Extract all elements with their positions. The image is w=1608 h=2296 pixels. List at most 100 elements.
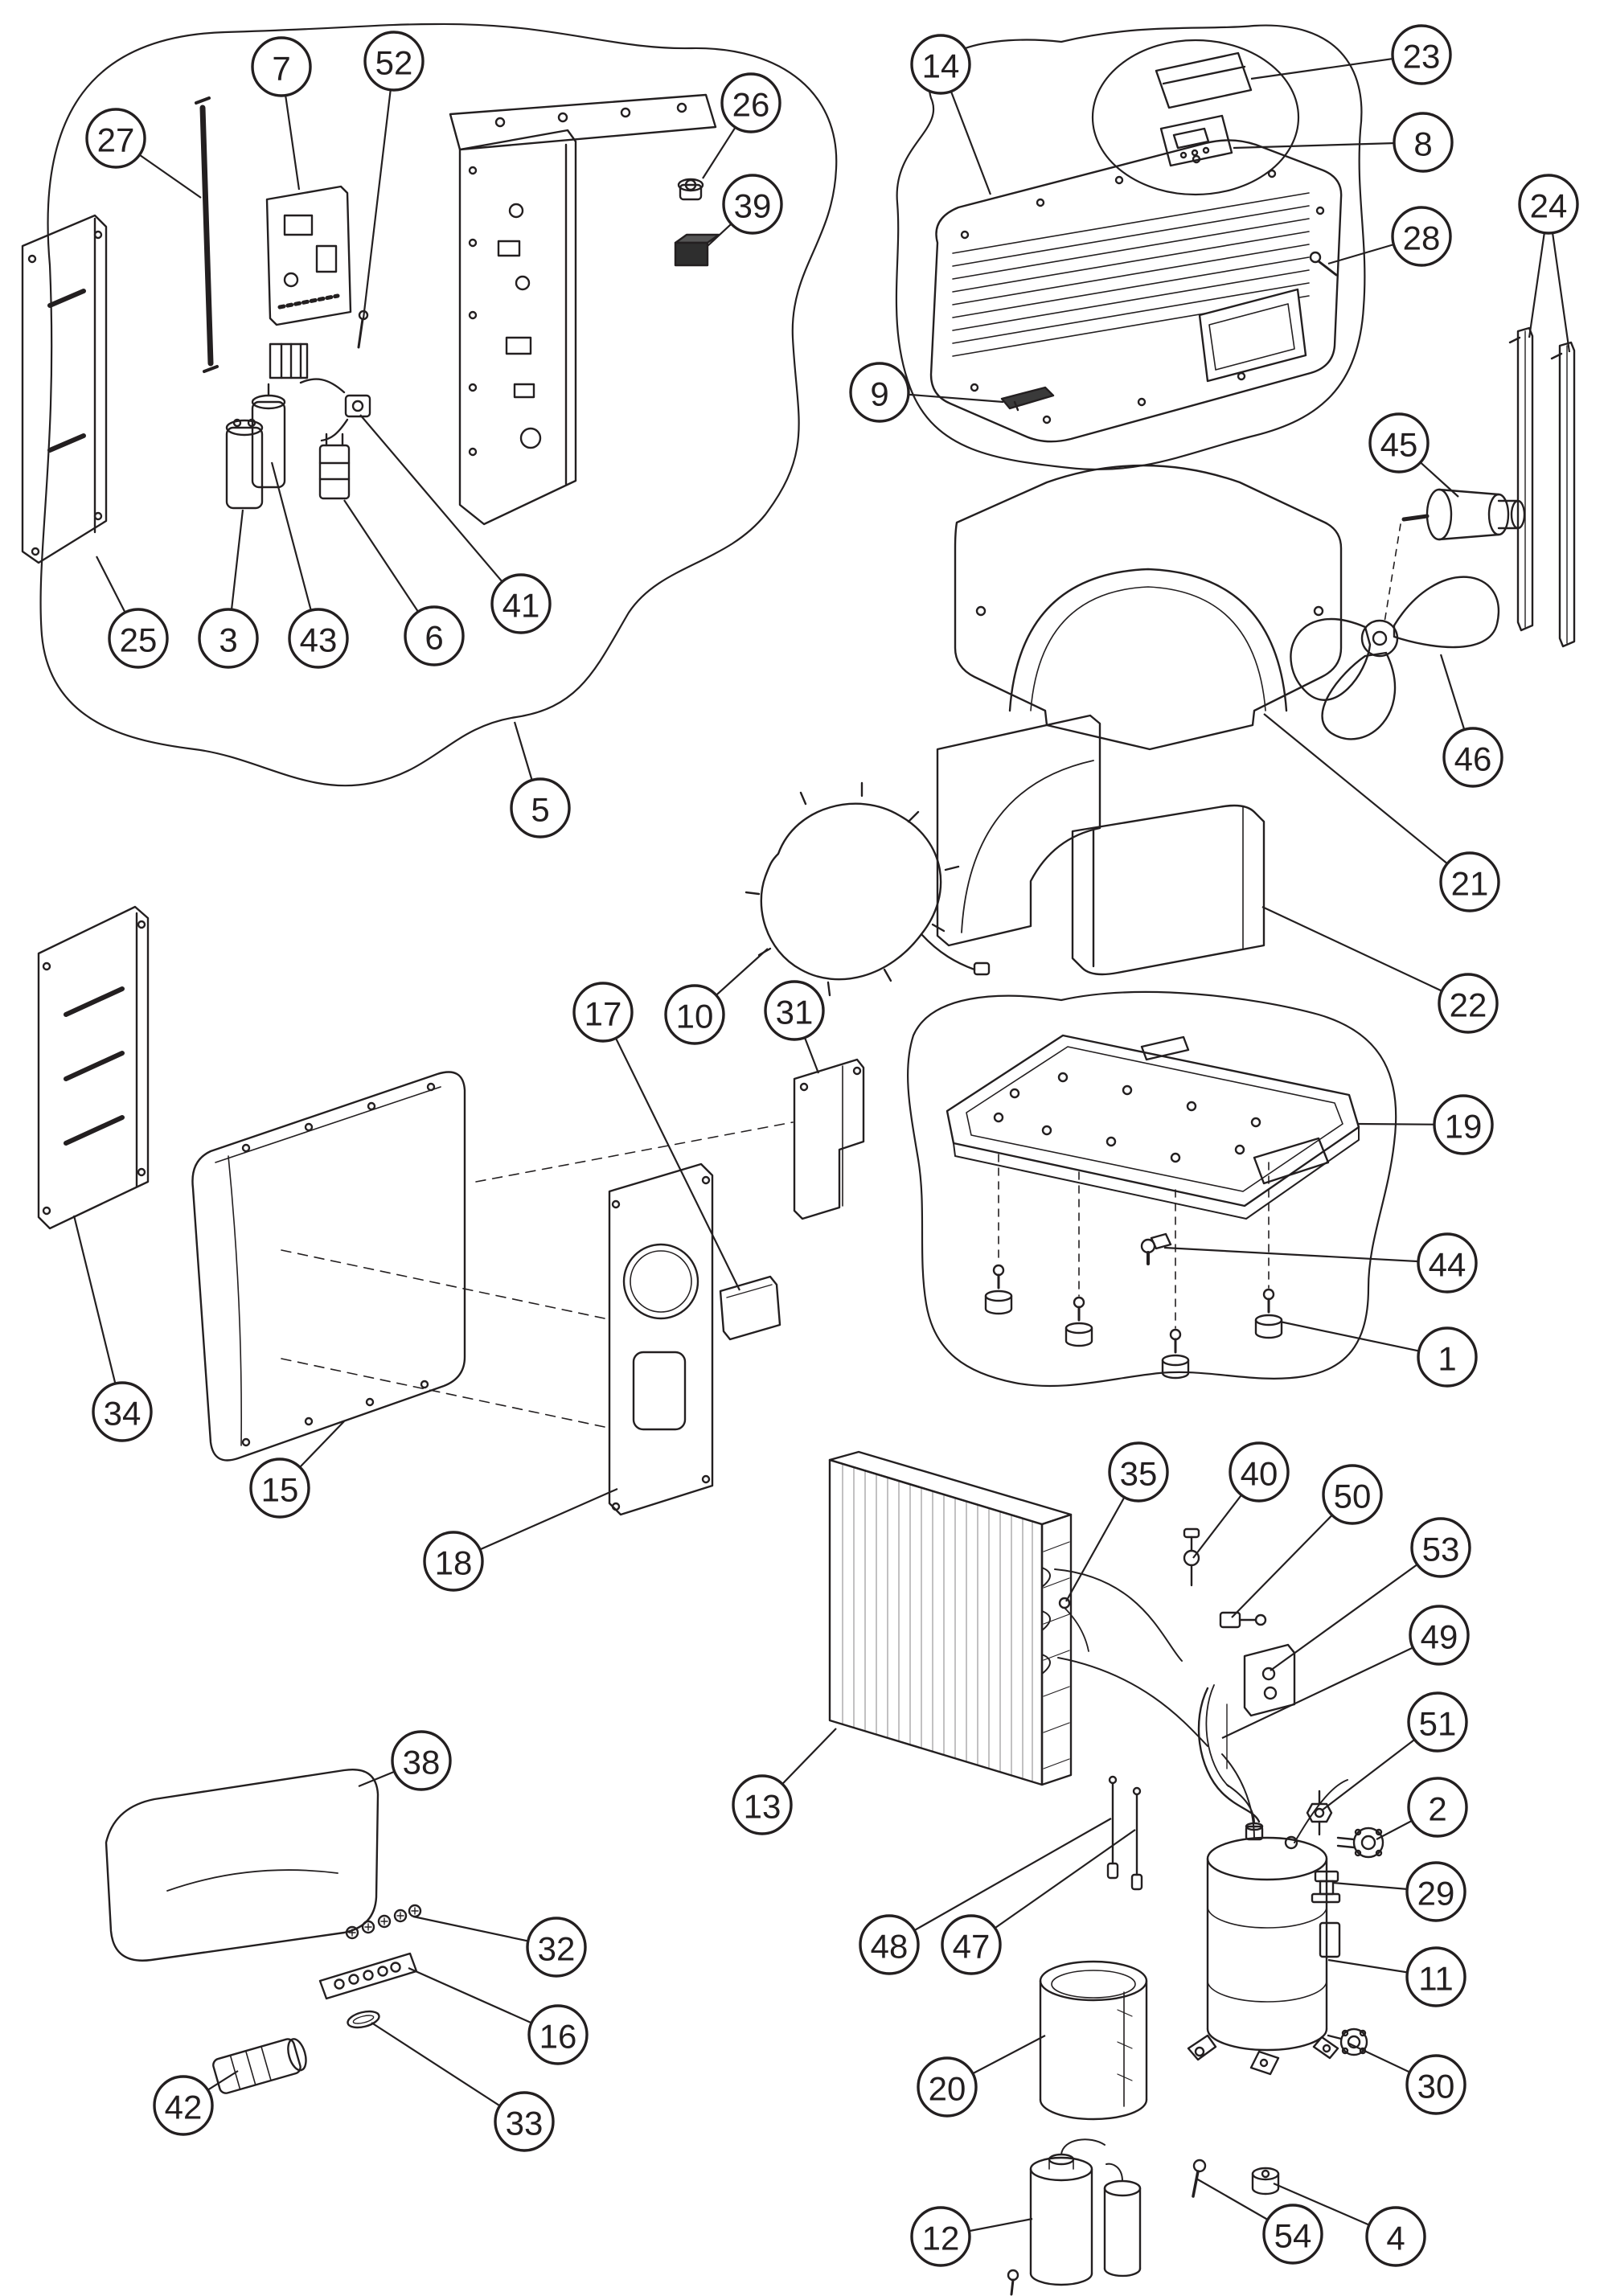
balloon-number-39: 39 <box>734 187 772 225</box>
balloon-circle-20 <box>917 2056 978 2118</box>
assembly-boundary-blob <box>895 24 1366 471</box>
balloon-number-12: 12 <box>922 2220 960 2257</box>
balloon-circle-15 <box>249 1458 310 1519</box>
callout-29: 29 <box>1332 1861 1466 1922</box>
balloon-number-52: 52 <box>375 44 413 82</box>
callout-13: 13 <box>732 1728 837 1835</box>
callout-24: 24 <box>1518 174 1579 353</box>
part-16-screw-strip <box>318 1952 418 2000</box>
balloon-number-45: 45 <box>1380 426 1418 464</box>
callout-26: 26 <box>702 72 781 179</box>
balloon-circle-39 <box>722 174 783 235</box>
assembly-boundary-blob <box>907 990 1397 1388</box>
leader-line-21 <box>1263 713 1471 883</box>
part-28-screw <box>1309 251 1338 277</box>
balloon-circle-4 <box>1365 2206 1426 2267</box>
balloon-circle-11 <box>1405 1946 1466 2007</box>
balloon-number-2: 2 <box>1428 1790 1446 1828</box>
callout-31: 31 <box>764 980 825 1074</box>
balloon-number-27: 27 <box>97 121 135 159</box>
balloon-circle-18 <box>423 1531 484 1592</box>
leader-line-22 <box>1261 906 1469 1004</box>
part-23-access-door <box>1155 51 1253 109</box>
leader-line-8 <box>1233 141 1424 150</box>
balloon-circle-10 <box>664 984 725 1045</box>
callout-50: 50 <box>1231 1464 1383 1618</box>
callout-19: 19 <box>1356 1094 1494 1155</box>
balloon-number-40: 40 <box>1241 1455 1278 1493</box>
balloon-circle-14 <box>910 34 971 95</box>
leader-line-53 <box>1270 1547 1442 1671</box>
balloon-circle-52 <box>363 31 425 92</box>
balloon-circle-53 <box>1410 1517 1471 1578</box>
balloon-circle-8 <box>1393 112 1454 173</box>
callout-6: 6 <box>343 499 465 666</box>
part-7-control-board <box>265 185 352 326</box>
callout-12: 12 <box>910 2206 1033 2267</box>
balloon-circle-40 <box>1229 1441 1290 1503</box>
balloon-circle-50 <box>1322 1464 1383 1525</box>
balloon-circle-5 <box>510 777 571 838</box>
part-32-screw-set <box>345 1904 422 1940</box>
inset-detail-circle <box>1091 39 1300 196</box>
leader-line-52 <box>362 60 396 319</box>
balloon-circle-9 <box>849 362 910 423</box>
callout-17: 17 <box>572 982 740 1291</box>
part-33-gasket <box>347 2010 380 2029</box>
callout-52: 52 <box>362 31 425 319</box>
coil-end-plate-hatch <box>1043 1541 1070 1769</box>
balloon-circle-47 <box>941 1914 1002 1975</box>
balloon-number-20: 20 <box>929 2070 966 2108</box>
part-1-rubber-feet <box>984 1289 1283 1380</box>
part-12-receiver-assembly <box>1007 2138 1142 2296</box>
part-38-front-cover <box>105 1768 379 1962</box>
callout-46: 46 <box>1439 654 1503 788</box>
callout-45: 45 <box>1368 412 1459 498</box>
part-54-bolt <box>1192 2159 1207 2198</box>
balloon-number-6: 6 <box>425 619 443 657</box>
leader-line-48 <box>888 1818 1112 1945</box>
callout-39: 39 <box>707 174 783 247</box>
callout-28: 28 <box>1327 206 1452 267</box>
balloon-number-35: 35 <box>1120 1455 1158 1493</box>
callout-33: 33 <box>371 2022 555 2152</box>
balloon-number-30: 30 <box>1417 2068 1455 2105</box>
callout-35: 35 <box>1065 1441 1169 1602</box>
callout-41: 41 <box>359 414 552 634</box>
part-19-base-pan <box>946 1034 1360 1220</box>
leader-line-41 <box>359 414 522 605</box>
balloon-number-26: 26 <box>732 86 770 124</box>
leader-line-34 <box>72 1215 124 1412</box>
callout-48: 48 <box>859 1818 1112 1975</box>
balloon-number-18: 18 <box>435 1544 473 1582</box>
callout-27: 27 <box>85 108 202 199</box>
balloon-number-32: 32 <box>538 1930 576 1968</box>
balloon-number-16: 16 <box>539 2018 577 2056</box>
balloon-circle-29 <box>1405 1861 1466 1922</box>
fan-venturi-duct <box>936 714 1101 947</box>
part-40-service-valve <box>1183 1527 1200 1587</box>
callout-20: 20 <box>917 2035 1046 2118</box>
part-30-flange-fitting <box>1327 2027 1368 2056</box>
part-50-fitting <box>1219 1611 1267 1629</box>
top-cover-assembly-group <box>895 24 1366 471</box>
balloon-number-23: 23 <box>1403 38 1441 76</box>
balloon-number-42: 42 <box>165 2089 203 2126</box>
part-17-plate <box>719 1275 781 1341</box>
part-13-evaporator-coil <box>828 1450 1073 1786</box>
part-44-drain-fitting <box>1140 1232 1172 1265</box>
balloon-number-10: 10 <box>676 998 714 1035</box>
balloon-circle-34 <box>92 1381 153 1442</box>
balloon-number-21: 21 <box>1451 865 1489 903</box>
part-18-access-panel <box>608 1162 714 1516</box>
callout-5: 5 <box>510 721 571 838</box>
balloon-circle-42 <box>153 2075 214 2136</box>
part-42-union-nut <box>212 2038 307 2094</box>
balloon-number-51: 51 <box>1419 1705 1457 1743</box>
balloon-number-47: 47 <box>953 1928 991 1966</box>
part-20-compressor-blanket <box>1039 1960 1148 2121</box>
callout-47: 47 <box>941 1829 1136 1975</box>
balloon-circle-54 <box>1262 2204 1323 2265</box>
part-31-corner-bracket <box>793 1058 865 1220</box>
